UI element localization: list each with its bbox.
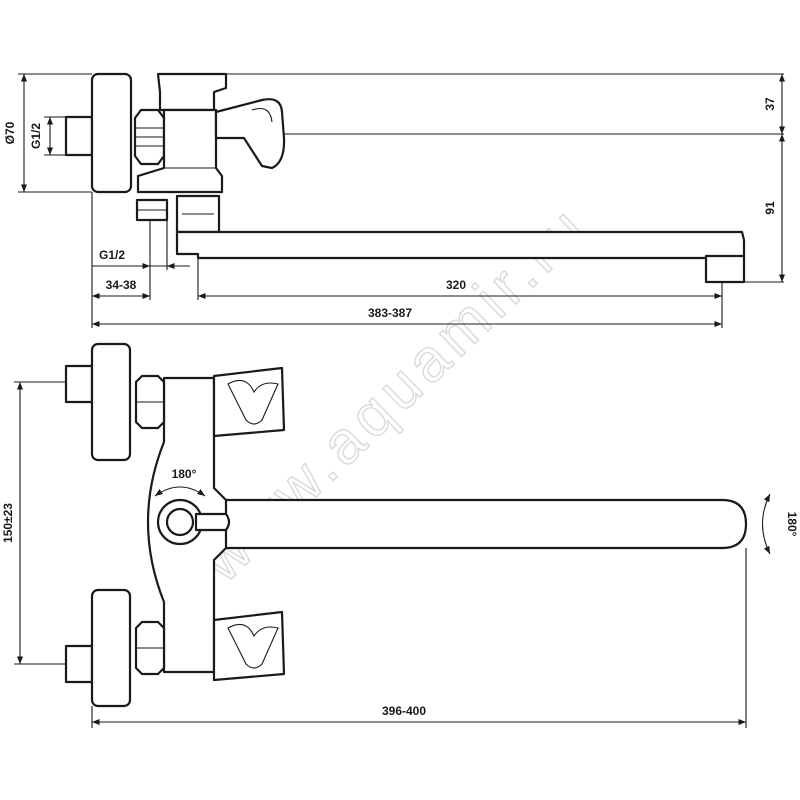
handle-lever: [214, 98, 286, 170]
dim-34-38: 34-38: [106, 278, 137, 292]
diverter-knob: [156, 72, 228, 112]
diverter-lever: [194, 512, 231, 532]
wall-flange-top: [90, 342, 132, 462]
handle-bottom: [212, 610, 286, 682]
spout-top-view: [210, 498, 748, 550]
handle-top: [212, 366, 286, 438]
side-view: Ø70 G1/2 37 91 G1/2 34-38 320 383-387: [3, 72, 786, 328]
inlet-pipe-top: [64, 364, 94, 404]
diverter-rotation-arrow: [154, 486, 206, 497]
dim-dia70: Ø70: [3, 121, 17, 144]
spout-rotation-arrow: [762, 493, 771, 555]
inlet-pipe-bottom: [64, 644, 94, 684]
dim-g12-left: G1/2: [29, 123, 43, 149]
front-view: 150±23 396-400 180° 180°: [1, 342, 799, 728]
aerator: [704, 254, 746, 284]
dim-150: 150±23: [1, 503, 15, 543]
dim-91: 91: [763, 201, 777, 215]
inlet-pipe: [64, 115, 94, 157]
dim-g12-bottom: G1/2: [99, 248, 125, 262]
wall-flange: [90, 72, 133, 194]
dim-37: 37: [763, 97, 777, 111]
dim-396-400: 396-400: [382, 704, 426, 718]
wall-flange-bottom: [90, 588, 132, 708]
spout-arm: [175, 230, 746, 260]
dim-rot-spout: 180°: [785, 512, 799, 537]
dim-383-387: 383-387: [368, 306, 412, 320]
dim-rot-diverter: 180°: [172, 467, 197, 481]
dim-320: 320: [446, 278, 466, 292]
